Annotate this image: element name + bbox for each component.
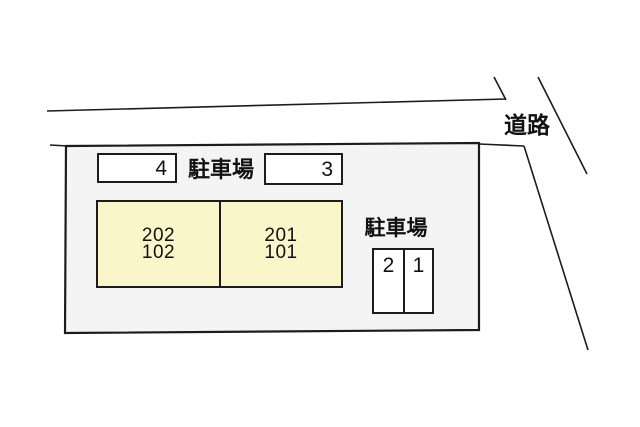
parking-space-2-number: 2 — [382, 254, 395, 277]
parking-space-4-number: 4 — [155, 156, 167, 180]
road-label: 道路 — [504, 112, 550, 138]
building-unit-202-102: 202 102 — [98, 202, 221, 286]
road-right-outer-line — [537, 76, 588, 175]
road-right-inner-line — [523, 145, 589, 351]
parking-space-4: 4 — [97, 153, 177, 183]
parcel-top-overhang-line — [49, 144, 69, 147]
building-unit-201-101: 201 101 — [221, 202, 341, 286]
parking-space-2: 2 — [374, 250, 405, 312]
unit-102-label: 102 — [141, 242, 176, 263]
road-top-edge-line — [46, 98, 507, 112]
parking-top-label: 駐車場 — [187, 157, 254, 182]
parking-space-1: 1 — [405, 250, 432, 312]
unit-101-label: 101 — [264, 242, 298, 263]
building-outline: 202 102 201 101 — [96, 200, 343, 288]
road-corner-line — [493, 76, 507, 101]
parking-space-3-number: 3 — [321, 157, 333, 181]
parking-space-1-number: 1 — [412, 254, 425, 277]
parking-right-label: 駐車場 — [364, 217, 428, 240]
parking-space-3: 3 — [264, 153, 343, 185]
unit-202-label: 202 — [141, 225, 176, 246]
parcel-top-extension-line — [478, 143, 525, 147]
parking-right-lot: 2 1 — [372, 248, 434, 314]
unit-201-label: 201 — [264, 225, 298, 246]
